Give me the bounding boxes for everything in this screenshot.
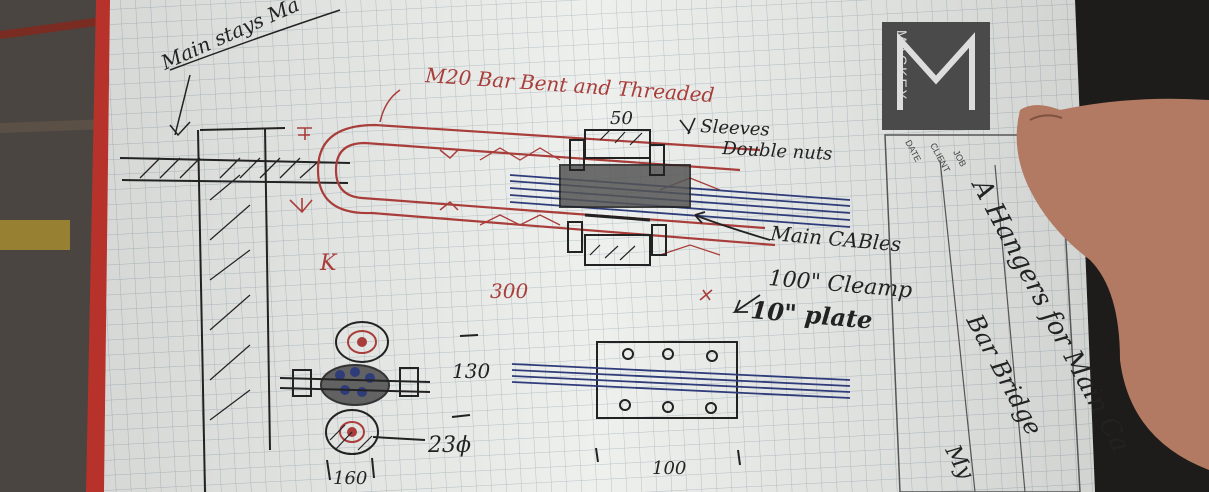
u-bar (289, 89, 776, 301)
section-width-dim: 160 (333, 468, 367, 489)
wall-section (119, 9, 351, 492)
plate-cables (511, 363, 851, 399)
section-height-dim: 130 (452, 359, 490, 383)
sleeve-dim: 50 (610, 108, 633, 129)
rod-diameter-dim: 23ϕ (427, 433, 471, 458)
left-mark: K (319, 251, 338, 276)
length-dim: 300 (490, 279, 528, 303)
clamp-assembly (559, 117, 771, 313)
hand-thumb (1016, 98, 1209, 470)
brand-name: MACKEY (894, 30, 910, 101)
section-view (279, 321, 479, 481)
plate-length-dim: 100 (652, 458, 686, 479)
sleeves-note: Sleeves (700, 116, 770, 141)
